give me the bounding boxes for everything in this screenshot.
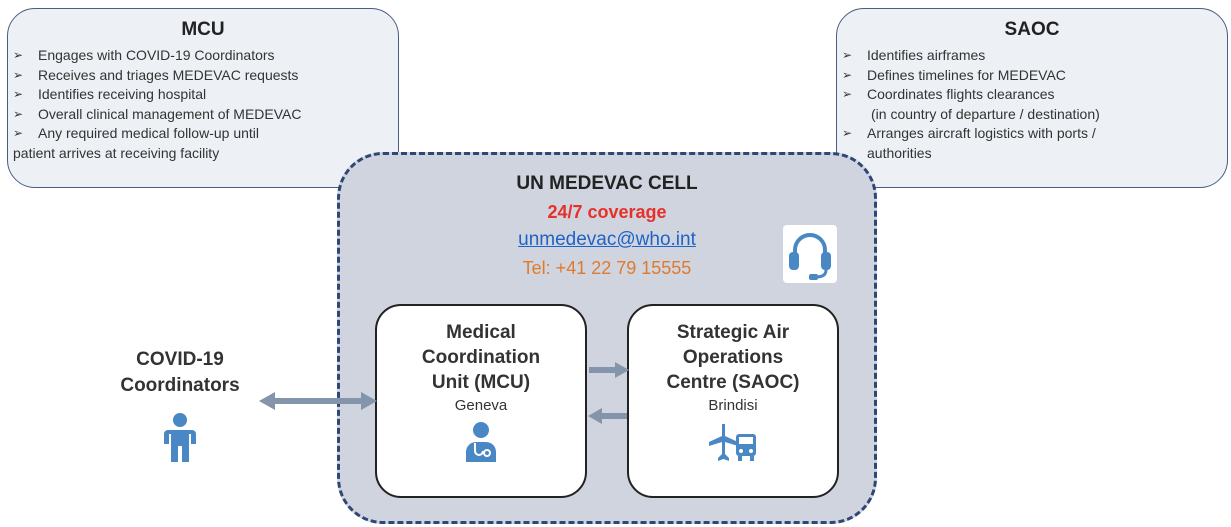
cell-title: UN MEDEVAC CELL <box>516 173 698 194</box>
arrow-bullet-icon: ➢ <box>842 48 853 62</box>
arrow-bullet-icon: ➢ <box>13 126 24 140</box>
arrow-bullet-icon: ➢ <box>842 126 853 140</box>
mcu-unit-name: Medical Coordination Unit (MCU) <box>421 322 541 393</box>
saoc-unit-box: Strategic Air Operations Centre (SAOC) B… <box>627 304 839 498</box>
list-item: ➢Engages with COVID-19 Coordinators <box>8 46 398 66</box>
mcu-info-panel: MCU ➢Engages with COVID-19 Coordinators … <box>7 8 399 188</box>
list-item: ➢Receives and triages MEDEVAC requests <box>8 66 398 86</box>
plane-bus-icon <box>629 420 837 469</box>
list-item: patient arrives at receiving facility <box>13 144 220 161</box>
coordinators-mcu-arrow <box>259 392 377 410</box>
person-icon <box>162 412 198 469</box>
mcu-location: Geneva <box>454 397 508 414</box>
list-item: ➢Arranges aircraft logistics with ports … <box>837 124 1227 144</box>
mcu-responsibilities-list: ➢Engages with COVID-19 Coordinators ➢Rec… <box>8 46 398 163</box>
list-item: ➢Overall clinical management of MEDEVAC <box>8 105 398 125</box>
saoc-responsibilities-list: ➢Identifies airframes ➢Defines timelines… <box>837 46 1227 163</box>
mcu-to-saoc-arrow <box>589 362 629 378</box>
arrow-bullet-icon: ➢ <box>13 87 24 101</box>
list-item: (in country of departure / destination) <box>871 105 1100 122</box>
saoc-unit-name: Strategic Air Operations Centre (SAOC) <box>666 322 800 393</box>
arrow-bullet-icon: ➢ <box>13 106 24 121</box>
headset-icon <box>783 225 837 283</box>
saoc-location: Brindisi <box>708 397 758 414</box>
list-item: ➢Any required medical follow-up until <box>8 124 398 144</box>
list-item: ➢Identifies airframes <box>837 46 1227 66</box>
list-item: ➢Defines timelines for MEDEVAC <box>837 66 1227 86</box>
email-link[interactable]: unmedevac@who.int <box>518 229 696 250</box>
mcu-panel-title: MCU <box>181 19 225 40</box>
arrow-bullet-icon: ➢ <box>842 87 853 101</box>
saoc-info-panel: SAOC ➢Identifies airframes ➢Defines time… <box>836 8 1228 188</box>
coverage-label: 24/7 coverage <box>547 202 667 222</box>
arrow-bullet-icon: ➢ <box>13 48 24 62</box>
coordinators-label: COVID-19 Coordinators <box>120 349 240 396</box>
list-item: authorities <box>867 144 932 161</box>
saoc-to-mcu-arrow <box>588 408 627 424</box>
list-item: ➢Coordinates flights clearances <box>837 85 1227 105</box>
arrow-bullet-icon: ➢ <box>842 67 853 82</box>
doctor-icon <box>377 420 585 469</box>
phone-number: Tel: +41 22 79 15555 <box>522 258 692 278</box>
list-item: ➢Identifies receiving hospital <box>8 85 398 105</box>
arrow-bullet-icon: ➢ <box>13 67 24 82</box>
saoc-panel-title: SAOC <box>1004 19 1060 40</box>
